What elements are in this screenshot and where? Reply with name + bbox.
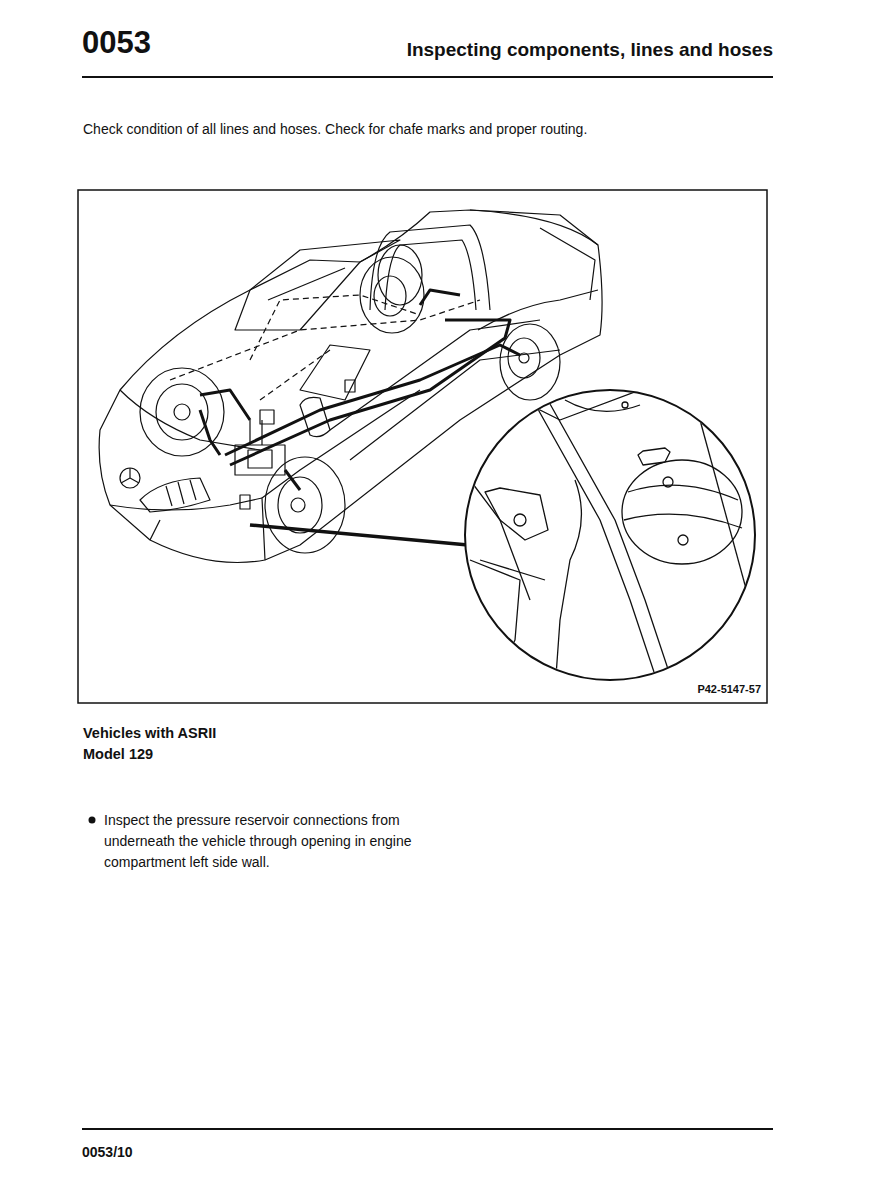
figure-frame <box>78 190 767 703</box>
header-rule <box>82 76 773 78</box>
figure-code: P42-5147-57 <box>695 682 763 696</box>
model-note: Model 129 <box>83 745 153 764</box>
detail-magnifier <box>465 390 755 680</box>
instruction-text: Check condition of all lines and hoses. … <box>83 120 587 138</box>
hydraulic-lines <box>200 290 520 490</box>
leader-line <box>250 525 468 545</box>
footer-rule <box>82 1128 773 1130</box>
page-number: 0053/10 <box>82 1143 133 1161</box>
section-number: 0053 <box>82 26 151 60</box>
bullet-dot <box>89 817 96 824</box>
page-title: Inspecting components, lines and hoses <box>407 38 773 63</box>
detail-wall-opening <box>470 390 760 690</box>
bullet-instruction: Inspect the pressure reservoir connectio… <box>104 810 424 873</box>
vehicle-note: Vehicles with ASRII <box>83 724 216 743</box>
